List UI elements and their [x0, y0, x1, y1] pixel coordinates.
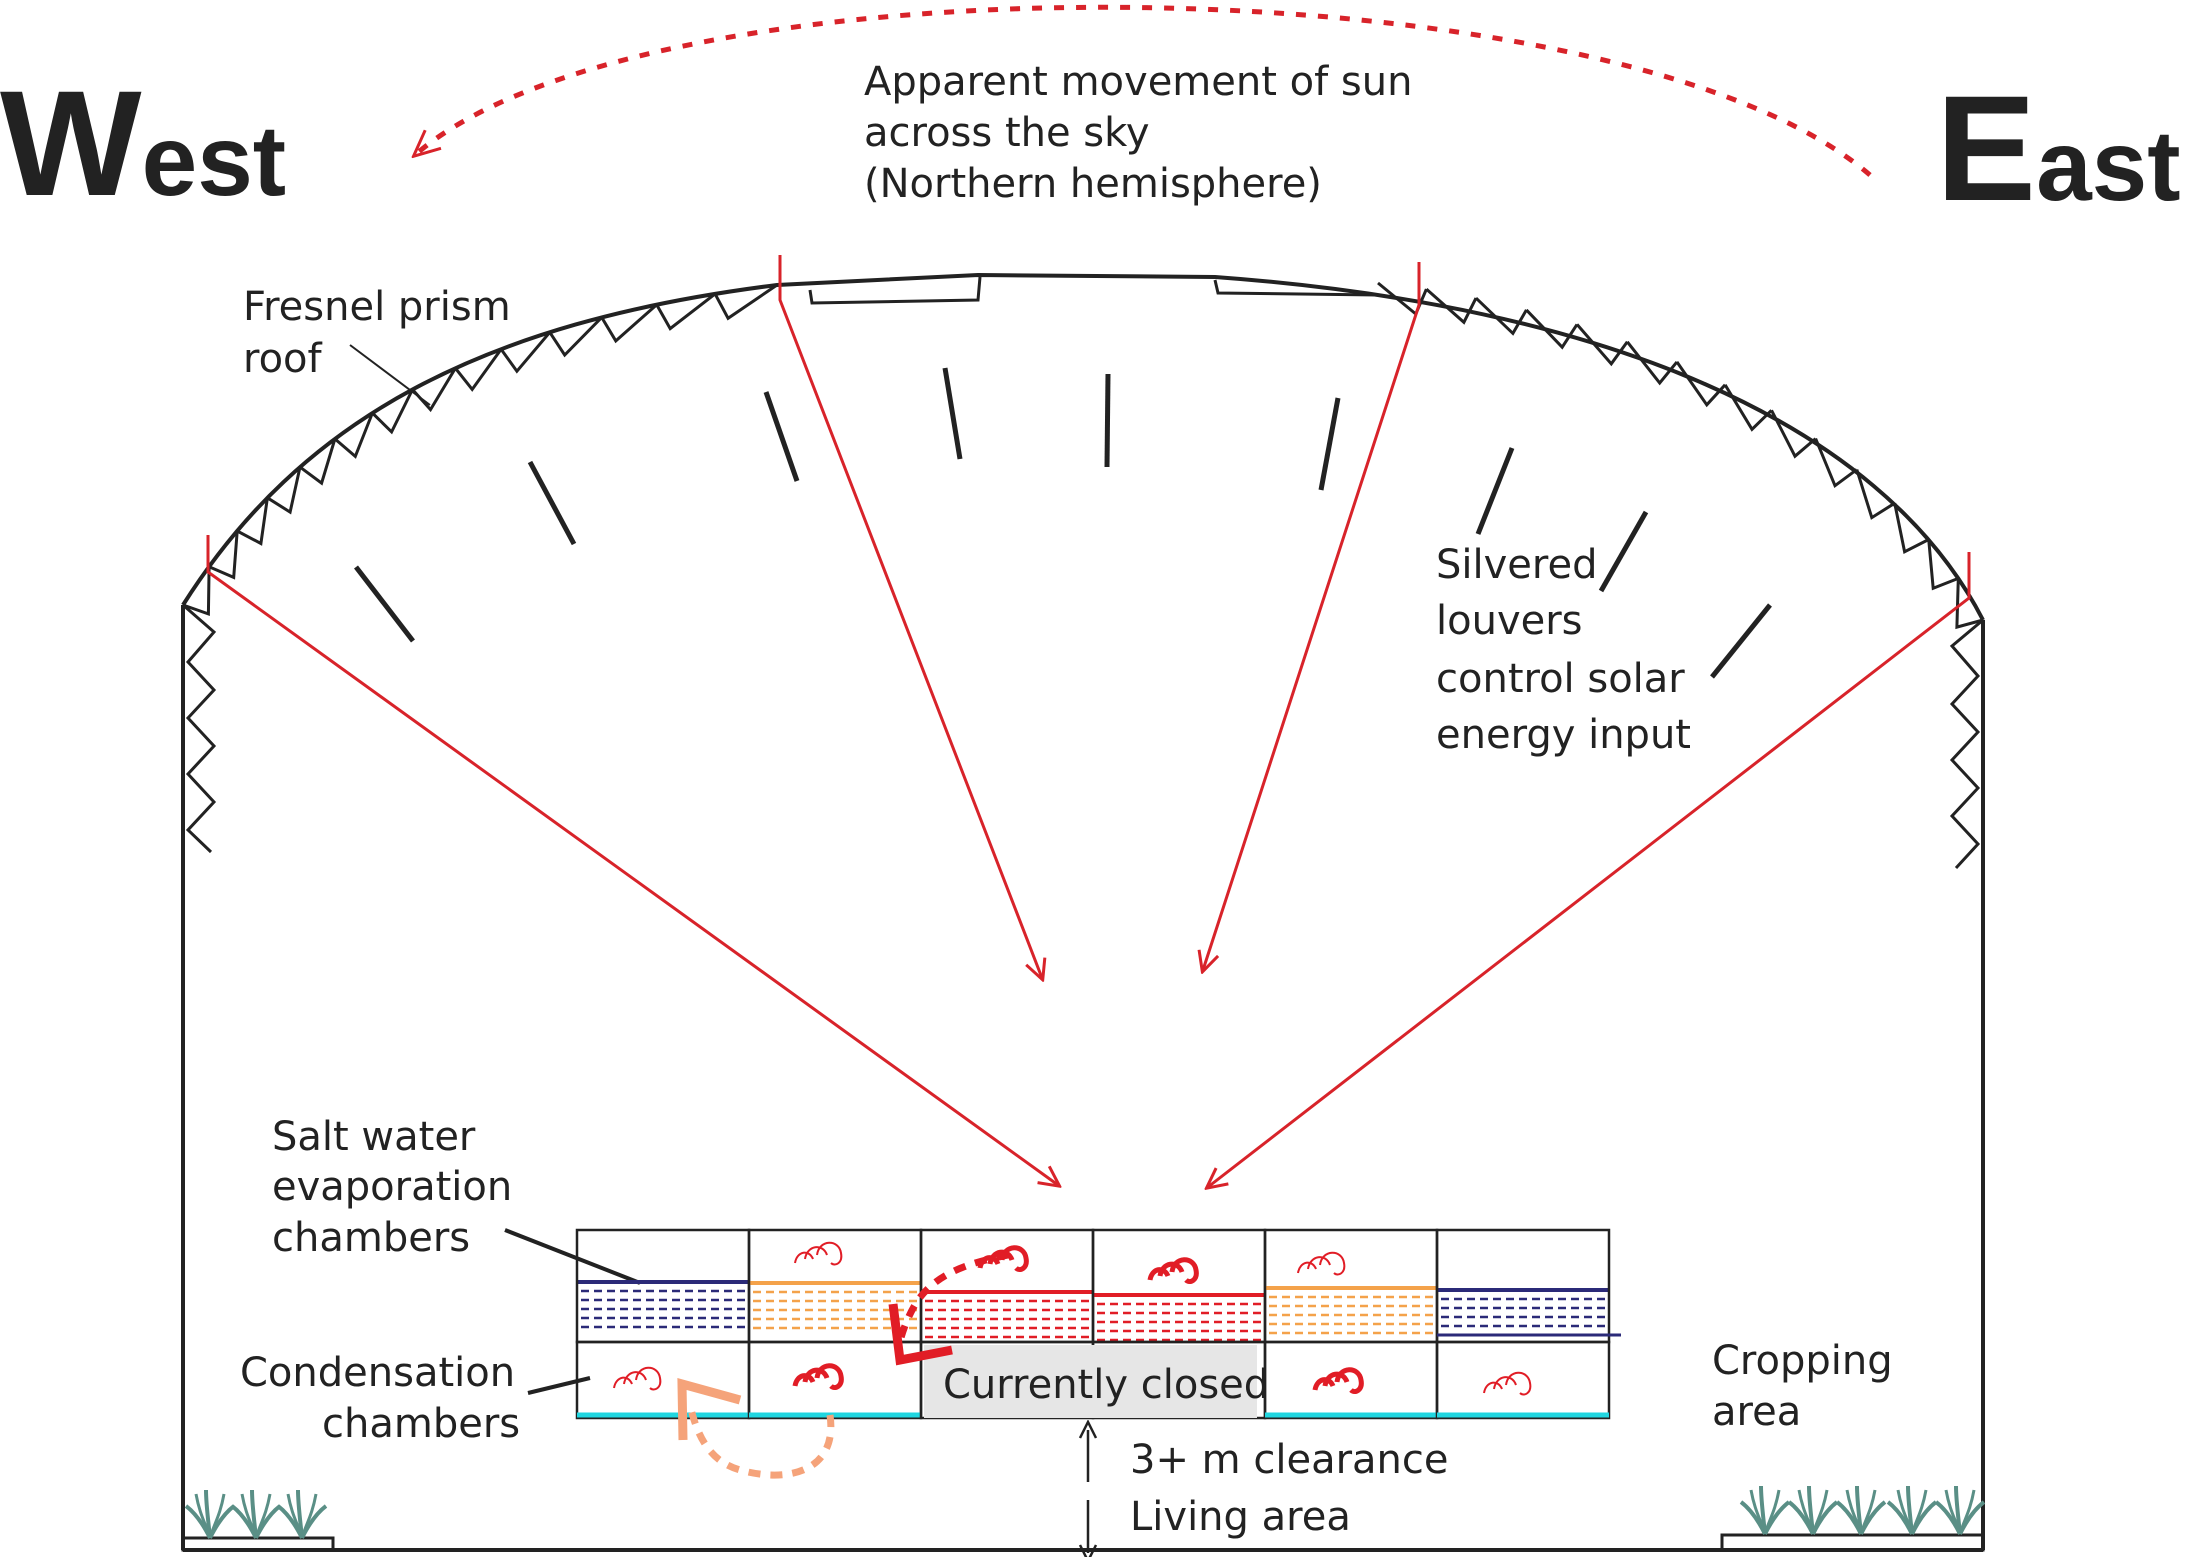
sun-caption-line-2: across the sky — [864, 110, 1150, 156]
condensation-chamber — [1435, 1340, 1611, 1420]
sun-caption: Apparent movement of sun across the sky … — [864, 59, 1425, 207]
steam-icon — [1150, 1260, 1196, 1282]
fresnel-prism-teeth — [182, 281, 1984, 630]
solar-rays — [206, 255, 1971, 1187]
condensation-label: Condensation chambers — [240, 1350, 528, 1447]
east-heading: East — [1936, 64, 2181, 232]
evaporation-chamber — [919, 1228, 1095, 1344]
west-rest: est — [142, 105, 287, 217]
evaporation-leader-line — [504, 1228, 641, 1285]
wall-prism-teeth — [182, 603, 1984, 870]
evaporation-label: Salt water evaporation chambers — [272, 1114, 525, 1261]
condensation-chamber — [1263, 1340, 1439, 1420]
condensation-flow-arrowhead — [677, 1378, 742, 1441]
west-heading: West — [0, 59, 286, 227]
condensation-flow-arrow — [686, 1404, 835, 1479]
west-crop-bed — [181, 1488, 335, 1552]
roof-label: Fresnel prism roof — [243, 284, 523, 382]
steam-icon — [1483, 1371, 1532, 1396]
plant-icon — [184, 1488, 328, 1540]
east-crop-bed — [1720, 1484, 1986, 1552]
cropping-label: Cropping area — [1712, 1338, 1905, 1435]
steam-icon — [613, 1366, 662, 1391]
evaporation-chamber — [575, 1228, 751, 1344]
east-rest: ast — [2036, 110, 2181, 222]
living-area-label: Living area — [1130, 1494, 1351, 1540]
west-initial: W — [0, 59, 142, 227]
louvers-label: Silvered louvers control solar energy in… — [1436, 542, 1697, 758]
clearance-label: 3+ m clearance — [1130, 1437, 1449, 1483]
condensation-chamber — [575, 1340, 751, 1420]
evaporation-chamber — [1091, 1228, 1267, 1344]
sun-caption-line-3: (Northern hemisphere) — [864, 161, 1322, 207]
sun-path-arrow — [415, 4, 1872, 177]
steam-icon — [1297, 1251, 1346, 1276]
silvered-louvers — [354, 367, 1772, 679]
steam-icon — [795, 1366, 841, 1388]
east-initial: E — [1936, 64, 2036, 232]
closed-chamber-label: Currently closed — [943, 1362, 1269, 1408]
steam-icon — [794, 1241, 843, 1266]
roof-leader-line — [349, 344, 431, 406]
closed-chamber-box — [924, 1345, 1257, 1418]
condensation-leader-line — [527, 1376, 591, 1395]
chamber-grid — [575, 1228, 1621, 1420]
plant-icon — [1739, 1484, 1986, 1536]
sun-caption-line-1: Apparent movement of sun — [864, 59, 1412, 105]
roof-flat-section — [808, 276, 1379, 305]
steam-icon — [1315, 1370, 1361, 1392]
evaporation-flow-arrowhead — [888, 1303, 953, 1366]
